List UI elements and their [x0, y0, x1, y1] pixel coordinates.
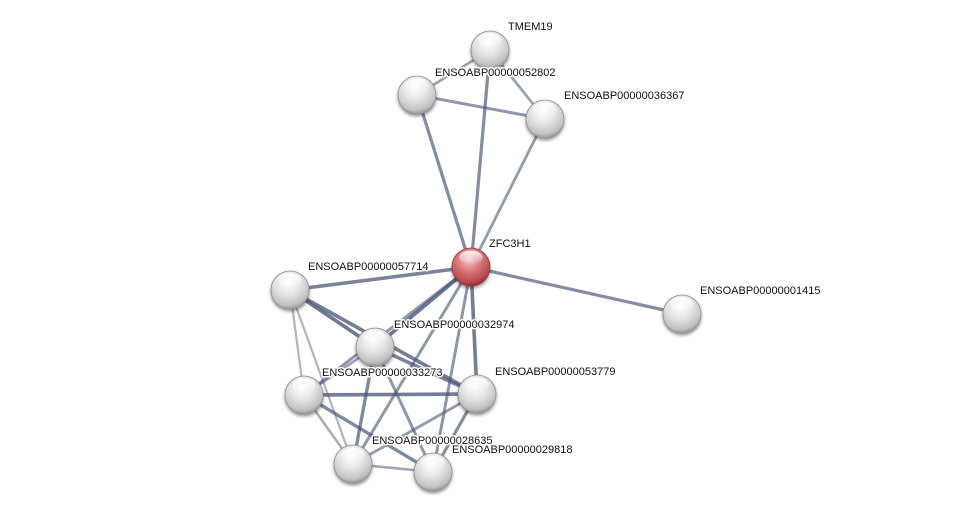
- node-P53779[interactable]: ENSOABP00000053779: [457, 365, 617, 414]
- node-label: ENSOABP00000001415: [700, 285, 820, 297]
- node-highlight: [459, 250, 483, 265]
- edge-ZFC3H1-P57714[interactable]: [288, 265, 473, 292]
- edge-ZFC3H1-P01415[interactable]: [469, 265, 684, 316]
- node-label: ENSOABP00000032974: [394, 319, 514, 331]
- edge-ZFC3H1-P29818[interactable]: [431, 265, 473, 474]
- node-P29818[interactable]: ENSOABP00000029818: [413, 443, 574, 492]
- edge-ZFC3H1-P53779[interactable]: [469, 265, 479, 396]
- edge-P32974-P29818[interactable]: [373, 345, 435, 474]
- node-label: ENSOABP00000036367: [564, 90, 684, 102]
- edge-ZFC3H1-P33273[interactable]: [302, 265, 473, 397]
- edge-ZFC3H1-TMEM19[interactable]: [469, 48, 492, 269]
- node-label: TMEM19: [508, 21, 553, 33]
- node-label: ENSOABP00000029818: [452, 444, 572, 456]
- node-label: ENSOABP00000033273: [322, 367, 442, 379]
- node-highlight: [465, 377, 489, 392]
- edge-P33273-P53779[interactable]: [302, 392, 479, 397]
- node-P32974[interactable]: ENSOABP00000032974: [355, 318, 516, 367]
- node-TMEM19[interactable]: TMEM19: [470, 20, 554, 70]
- node-highlight: [341, 447, 365, 462]
- edge-P57714-P28635[interactable]: [288, 288, 355, 466]
- node-ZFC3H1[interactable]: ZFC3H1: [451, 237, 532, 287]
- nodes-layer: ZFC3H1 TMEM19ENSOABP00000052802ENSOABP000…: [270, 20, 822, 492]
- node-highlight: [405, 78, 429, 93]
- node-P52802[interactable]: ENSOABP00000052802: [397, 66, 557, 115]
- edge-P32974-P28635[interactable]: [351, 345, 377, 466]
- edge-P53779-P28635[interactable]: [351, 392, 479, 466]
- node-highlight: [292, 378, 316, 393]
- node-highlight: [278, 273, 302, 288]
- node-P36367[interactable]: ENSOABP00000036367: [525, 89, 686, 139]
- node-highlight: [478, 33, 502, 48]
- node-label: ENSOABP00000052802: [435, 67, 555, 79]
- node-P33273[interactable]: ENSOABP00000033273: [284, 366, 444, 415]
- edge-ZFC3H1-P52802[interactable]: [415, 93, 473, 269]
- node-label: ENSOABP00000057714: [308, 261, 428, 273]
- edge-P33273-P29818[interactable]: [302, 393, 435, 474]
- node-label: ENSOABP00000053779: [495, 366, 615, 378]
- node-highlight: [533, 102, 557, 117]
- node-highlight: [421, 455, 445, 470]
- node-highlight: [363, 330, 387, 345]
- node-label: ENSOABP00000028635: [372, 435, 492, 447]
- node-P57714[interactable]: ENSOABP00000057714: [270, 260, 430, 310]
- edge-P52802-P36367[interactable]: [415, 93, 547, 121]
- edge-ZFC3H1-P36367[interactable]: [469, 117, 547, 269]
- node-P28635[interactable]: ENSOABP00000028635: [333, 434, 494, 484]
- node-highlight: [670, 297, 694, 312]
- node-label: ZFC3H1: [489, 238, 531, 250]
- node-P01415[interactable]: ENSOABP00000001415: [662, 284, 822, 334]
